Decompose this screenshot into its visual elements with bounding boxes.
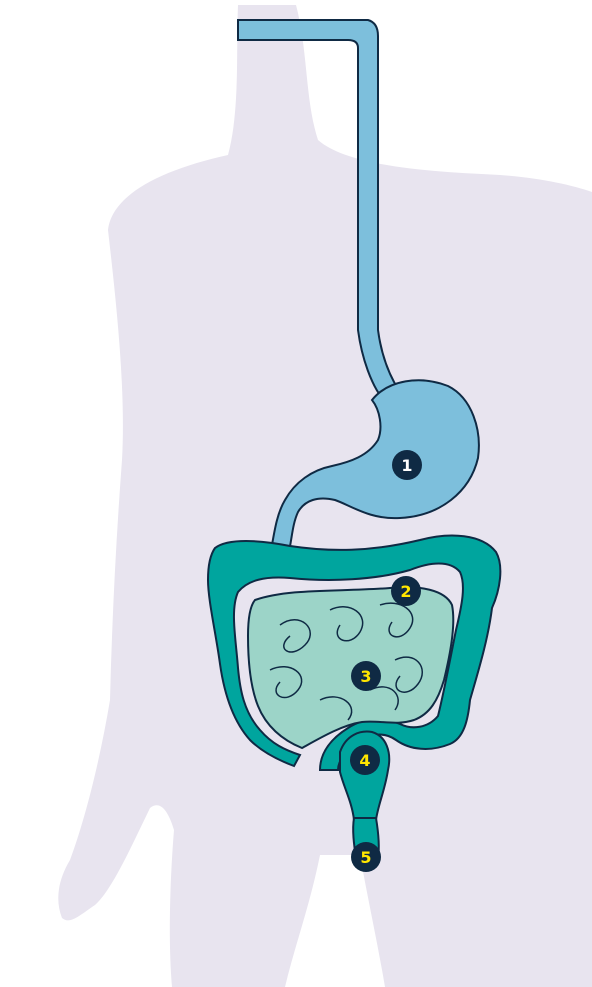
marker-3: 3	[351, 661, 381, 691]
marker-2: 2	[391, 576, 421, 606]
marker-label: 4	[359, 751, 370, 770]
marker-label: 2	[400, 582, 411, 601]
marker-1: 1	[392, 450, 422, 480]
marker-label: 3	[360, 667, 371, 686]
marker-label: 5	[360, 848, 371, 867]
marker-5: 5	[351, 842, 381, 872]
marker-label: 1	[401, 456, 412, 475]
marker-4: 4	[350, 745, 380, 775]
